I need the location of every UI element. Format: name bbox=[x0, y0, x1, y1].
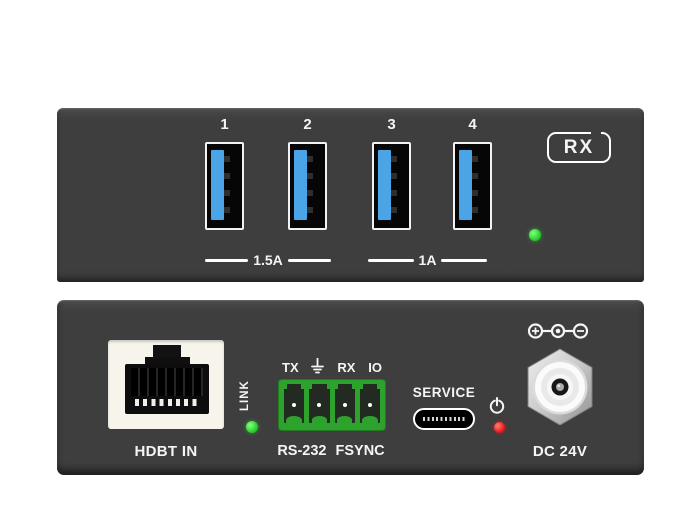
usb-tongue bbox=[211, 150, 224, 220]
usb-pins bbox=[472, 156, 478, 218]
terminal-wire-arc bbox=[336, 416, 353, 424]
usb-port-4 bbox=[453, 142, 492, 230]
terminal-wire-arc bbox=[362, 416, 378, 424]
polarity-icon bbox=[527, 321, 591, 346]
terminal-clip bbox=[359, 384, 363, 389]
usb-pins bbox=[224, 156, 230, 218]
terminal-clip bbox=[334, 384, 338, 389]
dc-24v-label: DC 24V bbox=[532, 443, 588, 460]
power-led-green bbox=[529, 229, 541, 241]
usb-tongue bbox=[459, 150, 472, 220]
terminal-clip bbox=[377, 384, 380, 389]
terminal-bottom-labels: RS-232 FSYNC bbox=[265, 443, 397, 459]
usb-port-number: 4 bbox=[468, 116, 477, 133]
rj45-shoulder bbox=[145, 357, 190, 366]
rj45-pins bbox=[135, 399, 199, 406]
rx-badge-label: RX bbox=[563, 136, 595, 158]
ground-icon bbox=[311, 357, 325, 377]
terminal-cell bbox=[334, 384, 355, 424]
terminal-clip bbox=[301, 384, 305, 389]
divider-line bbox=[287, 258, 332, 262]
power-icon bbox=[488, 396, 506, 419]
phoenix-terminal-block bbox=[278, 379, 386, 431]
link-led-green bbox=[246, 421, 258, 433]
terminal-clip bbox=[309, 384, 313, 389]
rx-badge: RX bbox=[547, 130, 611, 163]
status-led-red bbox=[494, 422, 505, 433]
terminal-cell bbox=[359, 384, 380, 424]
terminal-clip bbox=[351, 384, 355, 389]
usb-pins bbox=[307, 156, 313, 218]
usb-c-service-port bbox=[413, 408, 475, 430]
terminal-top-labels: TX RX IO bbox=[278, 357, 386, 377]
divider-line bbox=[205, 258, 249, 262]
usb-port-3 bbox=[372, 142, 411, 230]
usb-tongue bbox=[378, 150, 391, 220]
terminal-clip bbox=[326, 384, 330, 389]
terminal-screw bbox=[342, 403, 347, 408]
current-label: 1A bbox=[418, 252, 437, 268]
usb-port-number: 2 bbox=[303, 116, 312, 133]
usb-port-number: 1 bbox=[220, 116, 229, 133]
terminal-label-rx: RX bbox=[337, 359, 356, 375]
rx-badge-border-gap bbox=[591, 130, 601, 136]
terminal-screw bbox=[367, 403, 372, 408]
usb-port-number: 3 bbox=[387, 116, 396, 133]
top-panel: 1 2 3 4 RX 1.5A bbox=[57, 108, 644, 282]
terminal-cell bbox=[284, 384, 305, 424]
terminal-clip bbox=[284, 384, 287, 389]
terminal-screw bbox=[292, 403, 297, 408]
fsync-label: FSYNC bbox=[335, 443, 385, 459]
terminal-wire-arc bbox=[286, 416, 302, 424]
divider-line bbox=[368, 258, 414, 262]
terminal-wire-arc bbox=[311, 416, 328, 424]
terminal-screw bbox=[317, 403, 322, 408]
link-label: LINK bbox=[239, 380, 251, 412]
usb-tongue bbox=[294, 150, 307, 220]
usb-c-pins bbox=[423, 417, 467, 421]
usb-pins bbox=[391, 156, 397, 218]
rj45-clip-tab bbox=[153, 345, 181, 359]
service-label: SERVICE bbox=[412, 385, 476, 400]
hdbt-in-label: HDBT IN bbox=[134, 443, 198, 460]
divider-line bbox=[441, 258, 487, 262]
usb-port-2 bbox=[288, 142, 327, 230]
terminal-cell bbox=[309, 384, 330, 424]
rj45-hdbt-port bbox=[108, 340, 224, 429]
current-rating-group-2: 1A bbox=[368, 251, 487, 269]
rj45-contact-slots bbox=[131, 368, 203, 396]
dc-jack bbox=[525, 348, 595, 431]
current-rating-group-1: 1.5A bbox=[205, 251, 332, 269]
usb-port-1 bbox=[205, 142, 244, 230]
bottom-panel: HDBT IN LINK TX RX IO bbox=[57, 300, 644, 475]
rs232-label: RS-232 bbox=[277, 443, 327, 459]
terminal-label-io: IO bbox=[368, 359, 382, 375]
terminal-label-tx: TX bbox=[282, 359, 299, 375]
rj45-body bbox=[125, 364, 209, 414]
current-label: 1.5A bbox=[253, 252, 283, 268]
